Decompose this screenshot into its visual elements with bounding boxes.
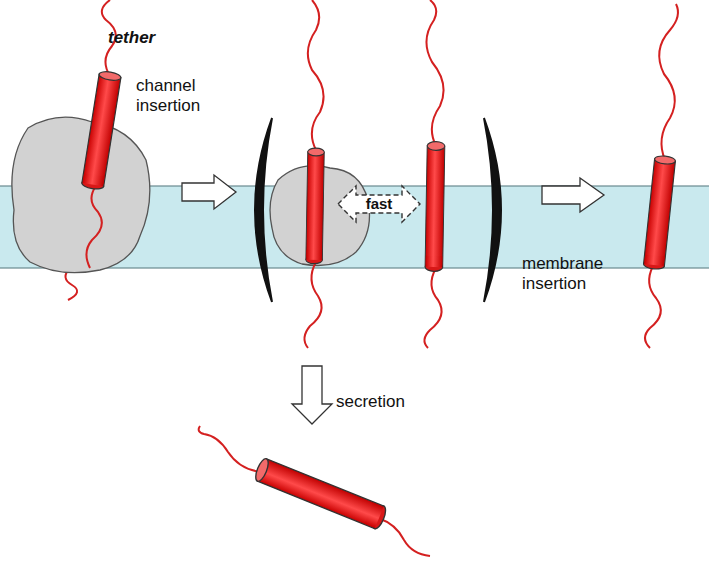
translocon xyxy=(12,117,150,272)
step-label: secretion xyxy=(336,392,436,412)
step-label: channel insertion xyxy=(136,76,231,117)
rate-label: fast xyxy=(359,195,399,213)
step-label: membrane insertion xyxy=(522,254,617,295)
tether-label: tether xyxy=(108,28,188,48)
